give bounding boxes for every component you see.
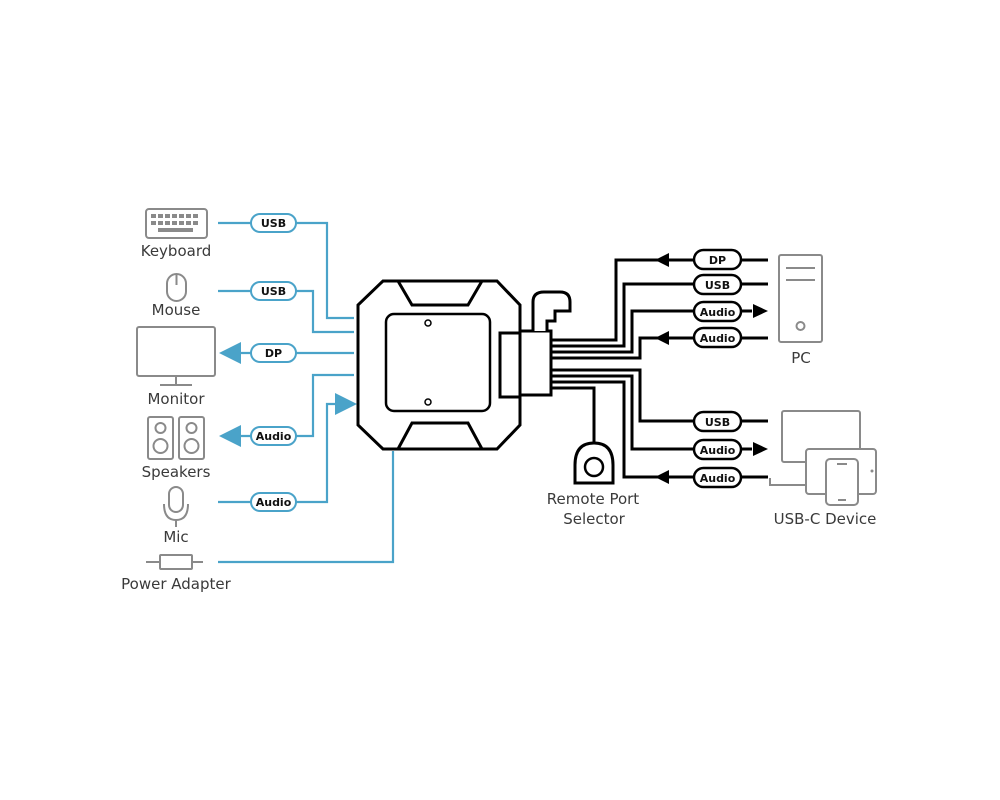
pill-mouse-usb: USB [250, 281, 297, 301]
mouse-label: Mouse [152, 301, 201, 319]
usb-c-device-icon [769, 410, 877, 506]
pill-speakers-audio: Audio [250, 426, 297, 446]
pc-icon [778, 254, 823, 343]
remote-port-selector-label-2: Selector [563, 510, 625, 528]
svg-text:USB: USB [261, 285, 286, 298]
pill-usbc-audio-out: Audio [692, 438, 743, 461]
kvm-switch [356, 279, 572, 451]
svg-text:DP: DP [265, 347, 282, 360]
svg-text:USB: USB [705, 416, 730, 429]
pill-pc-dp: DP [692, 248, 743, 271]
mouse-icon [166, 273, 187, 302]
pill-pc-audio-in: Audio [692, 326, 743, 349]
svg-text:DP: DP [709, 254, 726, 267]
pill-mic-audio: Audio [250, 492, 297, 512]
pill-pc-usb: USB [692, 273, 743, 296]
pill-usbc-usb: USB [692, 410, 743, 433]
svg-text:Audio: Audio [700, 332, 736, 345]
pill-monitor-dp: DP [250, 343, 297, 363]
svg-text:Audio: Audio [256, 496, 292, 509]
remote-port-selector-icon [573, 441, 615, 485]
svg-text:Audio: Audio [256, 430, 292, 443]
pill-usbc-audio-in: Audio [692, 466, 743, 489]
pill-keyboard-usb: USB [250, 213, 297, 233]
pc-label: PC [791, 349, 811, 367]
svg-text:Audio: Audio [700, 444, 736, 457]
monitor-label: Monitor [147, 390, 205, 408]
mic-label: Mic [163, 528, 188, 546]
cable-arrows [655, 253, 768, 484]
mic-icon [163, 486, 189, 527]
usb-c-device-label: USB-C Device [774, 510, 877, 528]
speakers-label: Speakers [142, 463, 211, 481]
keyboard-icon [145, 208, 208, 239]
svg-text:Audio: Audio [700, 472, 736, 485]
speakers-icon [147, 416, 205, 460]
svg-text:USB: USB [261, 217, 286, 230]
monitor-icon [136, 326, 216, 386]
power-adapter-icon [146, 554, 203, 570]
svg-text:Audio: Audio [700, 306, 736, 319]
keyboard-label: Keyboard [141, 242, 212, 260]
power-adapter-label: Power Adapter [121, 575, 231, 593]
remote-port-selector-label-1: Remote Port [547, 490, 639, 508]
svg-text:USB: USB [705, 279, 730, 292]
pill-pc-audio-out: Audio [692, 300, 743, 323]
